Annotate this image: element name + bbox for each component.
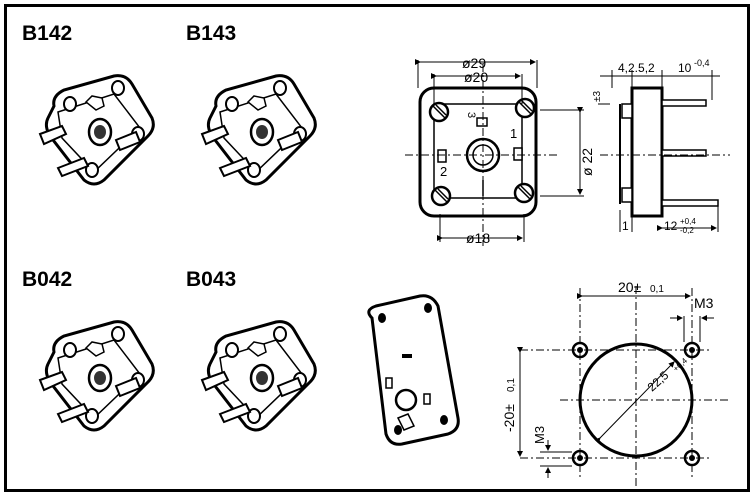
connector-b143-illustration — [200, 74, 317, 186]
dim-dia22: ø 22 — [579, 148, 595, 176]
m3-top-label: M3 — [694, 295, 714, 311]
dim-12-tol-upper: +0,4 — [680, 217, 696, 226]
dim-20-vertical: -20± — [501, 404, 517, 432]
dim-20-vertical-tol: 0,1 — [506, 378, 517, 392]
m3-left-label: M3 — [532, 426, 547, 444]
connector-b142-illustration — [38, 74, 155, 186]
dim-10-tol: -0,4 — [694, 58, 710, 68]
connector-back-illustration — [367, 294, 460, 446]
pin-2-label: 2 — [440, 164, 447, 179]
side-view-drawing — [598, 70, 730, 232]
dim-12: 12 — [664, 219, 678, 233]
label-b042: B042 — [22, 268, 73, 291]
connector-b043-illustration — [200, 320, 317, 432]
panel-cutout-drawing — [517, 286, 730, 486]
dim-dia18: ø18 — [466, 230, 490, 246]
pin-1-label: 1 — [510, 126, 517, 141]
dim-3: ±3 — [592, 91, 603, 102]
dim-dia20: ø20 — [464, 69, 488, 85]
label-b143: B143 — [186, 22, 237, 45]
front-view-drawing — [405, 59, 584, 246]
dim-20-horizontal-tol: 0,1 — [650, 284, 664, 295]
dim-dia29: ø29 — [462, 55, 486, 71]
connector-b042-illustration — [38, 320, 155, 432]
dim-20-horizontal: 20± — [618, 279, 642, 295]
dim-spacing: 4,2.5,2 — [618, 61, 655, 75]
dim-10: 10 — [678, 61, 692, 75]
dim-12-tol-lower: -0,2 — [680, 226, 694, 235]
pin-3-label: 3 — [465, 112, 477, 118]
label-b142: B142 — [22, 22, 73, 45]
dim-1: 1 — [622, 219, 629, 233]
label-b043: B043 — [186, 268, 237, 291]
